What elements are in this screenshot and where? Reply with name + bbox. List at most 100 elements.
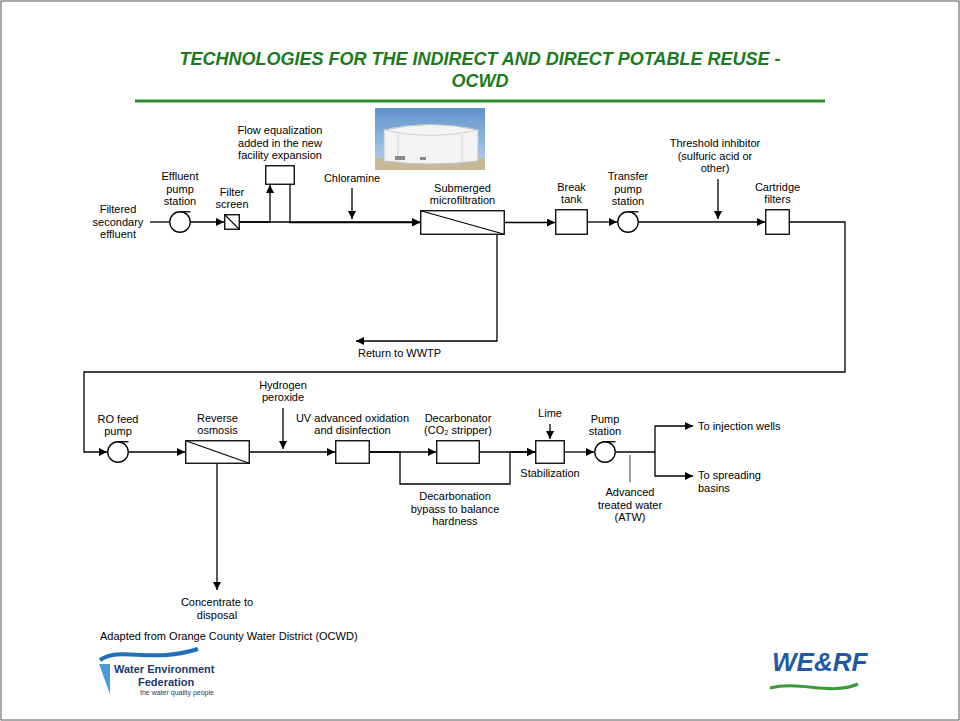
membrane-line: [225, 215, 240, 230]
pump-body: [170, 212, 191, 233]
flow-line: [639, 221, 765, 222]
shape-outline: [617, 211, 639, 233]
box-outline: [421, 211, 505, 235]
return-line: [356, 235, 497, 341]
shape-outline: [535, 440, 565, 464]
flow-line: [290, 185, 420, 223]
process-label: Submerged microfiltration: [422, 182, 504, 207]
logo-swoosh: [100, 649, 198, 660]
logo-tagline: the water quality people: [140, 689, 214, 697]
dosing-arrow: [282, 408, 283, 449]
photo-tank-rim: [384, 130, 478, 136]
process-label: UV advanced oxidation and disinfection: [292, 412, 414, 437]
box-outline: [225, 215, 240, 230]
logo-text: WE&RF: [772, 648, 867, 678]
photo-detail: [395, 156, 405, 160]
process-label: Pump station: [583, 413, 627, 438]
slide-title: TECHNOLOGIES FOR THE INDIRECT AND DIRECT…: [160, 48, 800, 92]
process-box: Stabilization: [535, 440, 565, 464]
chemical-label: Hydrogen peroxide: [254, 379, 312, 404]
shape-outline: [594, 441, 616, 463]
logo-text: Water Environment: [114, 663, 214, 676]
pump-body: [108, 442, 129, 463]
label-block: Break tank: [553, 181, 591, 206]
flow-line: [588, 221, 617, 222]
logo-text: Federation: [138, 676, 194, 689]
source-label: Filtered secondary effluent: [89, 203, 147, 241]
pump-symbol: Effluent pump station: [169, 211, 191, 233]
tank-photo: [375, 108, 485, 170]
process-label: Decarbonator (CO₂ stripper): [418, 412, 498, 437]
source-note: Adapted from Orange County Water Distric…: [100, 630, 358, 643]
flow-line: [565, 451, 594, 452]
logo-wave: [99, 664, 110, 694]
product-line: [655, 426, 693, 452]
pump-outlet: [628, 211, 639, 212]
label-block: Transfer pump station: [604, 170, 652, 208]
dosing-arrow: [717, 179, 718, 219]
title-rule: [135, 100, 825, 103]
shape-outline: [765, 209, 790, 235]
pump-body: [618, 212, 639, 233]
process-box: Decarbonator (CO₂ stripper): [436, 440, 480, 464]
box-outline: [266, 166, 295, 185]
label-block: Cartridge filters: [752, 181, 804, 206]
membrane-unit: Submerged microfiltration: [420, 210, 505, 235]
process-label: Effluent pump station: [155, 170, 205, 208]
tank-box: Break tank: [555, 209, 588, 235]
process-label: RO feed pump: [95, 413, 141, 438]
leader-line: [630, 455, 631, 482]
box-outline: [536, 441, 565, 464]
flow-line: [84, 222, 845, 452]
process-label: Cartridge filters: [752, 181, 804, 206]
shape-outline: [420, 210, 505, 235]
flow-line: [129, 451, 185, 452]
pump-body: [595, 442, 616, 463]
screen-symbol: Filter screen: [224, 214, 240, 230]
pump-symbol: RO feed pump: [107, 441, 129, 463]
shape-outline: [436, 440, 480, 464]
label-block: Reverse osmosis: [193, 412, 243, 437]
process-label: Filter screen: [211, 186, 253, 211]
pump-symbol: Pump station: [594, 441, 616, 463]
flow-line: [505, 222, 555, 223]
shape-outline: [265, 165, 295, 185]
product-line: [655, 452, 693, 476]
photo-detail: [420, 157, 426, 160]
label-block: RO feed pump: [95, 413, 141, 438]
process-label: Flow equalization added in the new facil…: [228, 124, 332, 162]
flow-line: [191, 221, 224, 222]
process-box: UV advanced oxidation and disinfection: [335, 440, 370, 464]
shape-outline: [169, 211, 191, 233]
shape-outline: [555, 209, 588, 235]
process-label: Transfer pump station: [604, 170, 652, 208]
label-block: Stabilization: [510, 467, 590, 480]
product-line: [616, 451, 655, 452]
shape-outline: [185, 440, 250, 464]
label-block: Submerged microfiltration: [422, 182, 504, 207]
dosing-arrow: [351, 188, 352, 219]
pump-outlet: [605, 441, 616, 442]
edge-label: Decarbonation bypass to balance hardness: [407, 490, 503, 528]
photo-tank-shade: [398, 135, 462, 162]
process-label: Stabilization: [510, 467, 590, 480]
box-outline: [437, 441, 480, 464]
tank-box: Flow equalization added in the new facil…: [265, 165, 295, 185]
label-block: UV advanced oxidation and disinfection: [292, 412, 414, 437]
box-outline: [186, 441, 250, 464]
flow-label: Advanced treated water (ATW): [592, 486, 668, 524]
chemical-label: Chloramine: [324, 172, 380, 185]
flow-label: Return to WWTP: [358, 347, 441, 360]
shape-outline: [107, 441, 129, 463]
label-block: Decarbonator (CO₂ stripper): [418, 412, 498, 437]
box-outline: [336, 441, 370, 464]
pump-outlet: [118, 441, 129, 442]
process-label: Break tank: [553, 181, 591, 206]
membrane-unit: Reverse osmosis: [185, 440, 250, 464]
pump-outlet: [180, 211, 191, 212]
membrane-line: [186, 441, 250, 464]
pump-symbol: Transfer pump station: [617, 211, 639, 233]
inlet-line: [150, 221, 169, 222]
